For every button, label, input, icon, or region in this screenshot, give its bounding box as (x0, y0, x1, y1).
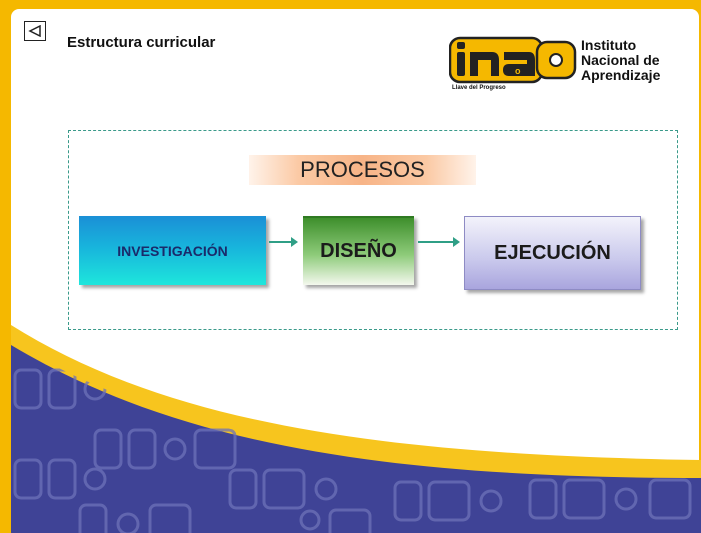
arrow-icon (269, 237, 298, 247)
ina-logo: o Instituto Nacional de Aprendizaje Llav… (449, 36, 695, 96)
arrow-icon (418, 237, 460, 247)
step-diseno[interactable]: DISEÑO (303, 216, 414, 285)
step-investigacion[interactable]: INVESTIGACIÓN (79, 216, 266, 285)
logo-name-line3: Aprendizaje (581, 67, 661, 83)
institution-name: Instituto Nacional de Aprendizaje (581, 38, 660, 83)
logo-name-line2: Nacional de (581, 52, 660, 68)
svg-text:o: o (515, 66, 521, 76)
key-logo-icon: o (449, 36, 577, 84)
logo-name-line1: Instituto (581, 37, 637, 53)
procesos-heading: PROCESOS (249, 155, 476, 185)
back-button[interactable] (24, 21, 46, 41)
logo-slogan: Llave del Progreso (452, 85, 506, 91)
process-diagram-frame (68, 130, 678, 330)
watermark-pattern (13, 368, 692, 533)
back-triangle-icon (28, 25, 41, 37)
page-title: Estructura curricular (67, 34, 216, 51)
step-ejecucion[interactable]: EJECUCIÓN (464, 216, 641, 290)
